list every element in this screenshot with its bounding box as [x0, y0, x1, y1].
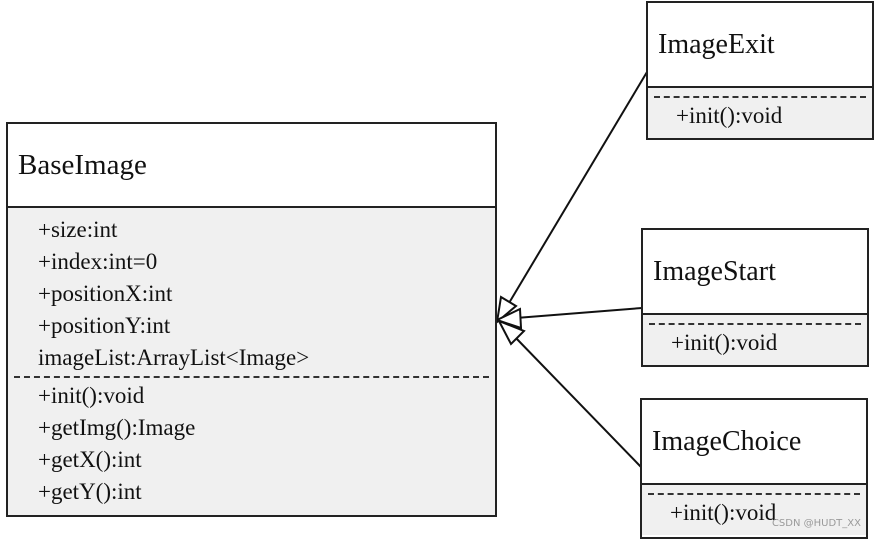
method: +init():void	[671, 330, 778, 355]
class-name-imagestart: ImageStart	[643, 230, 867, 315]
attribute: +positionY:int	[38, 313, 171, 338]
class-box-baseimage: BaseImage +size:int +index:int=0 +positi…	[6, 122, 497, 517]
compartment-imagestart: +init():void	[643, 315, 867, 365]
edge-imagestart-to-baseimage	[515, 307, 643, 319]
class-name-imagechoice: ImageChoice	[642, 400, 866, 485]
attribute: +index:int=0	[38, 249, 158, 274]
class-name-baseimage: BaseImage	[8, 124, 495, 208]
attribute: +size:int	[38, 217, 118, 242]
compartment-divider	[654, 96, 866, 98]
edge-imagechoice-to-baseimage	[513, 335, 642, 468]
attribute: imageList:ArrayList<Image>	[38, 345, 310, 370]
compartment-imagechoice: +init():void	[642, 485, 866, 535]
method: +init():void	[676, 103, 783, 128]
watermark: CSDN @HUDT_XX	[771, 518, 861, 529]
compartment-imageexit: +init():void	[648, 88, 872, 138]
class-name-imageexit: ImageExit	[648, 3, 872, 88]
compartment-divider	[648, 493, 860, 495]
compartment-divider	[649, 323, 861, 325]
method: +init():void	[38, 383, 145, 408]
method: +getY():int	[38, 479, 142, 504]
arrowhead-imageexit	[495, 295, 518, 325]
attribute: +positionX:int	[38, 281, 173, 306]
method: +getImg():Image	[38, 415, 196, 440]
arrowhead-imagechoice	[496, 319, 526, 346]
class-box-imagestart: ImageStart +init():void	[641, 228, 869, 367]
method: +getX():int	[38, 447, 142, 472]
class-box-imageexit: ImageExit +init():void	[646, 1, 874, 140]
method: +init():void	[670, 500, 777, 525]
compartment-divider	[14, 376, 489, 378]
compartment-baseimage: +size:int +index:int=0 +positionX:int +p…	[8, 208, 495, 515]
edge-imageexit-to-baseimage	[505, 71, 648, 309]
class-box-imagechoice: ImageChoice +init():void	[640, 398, 868, 539]
